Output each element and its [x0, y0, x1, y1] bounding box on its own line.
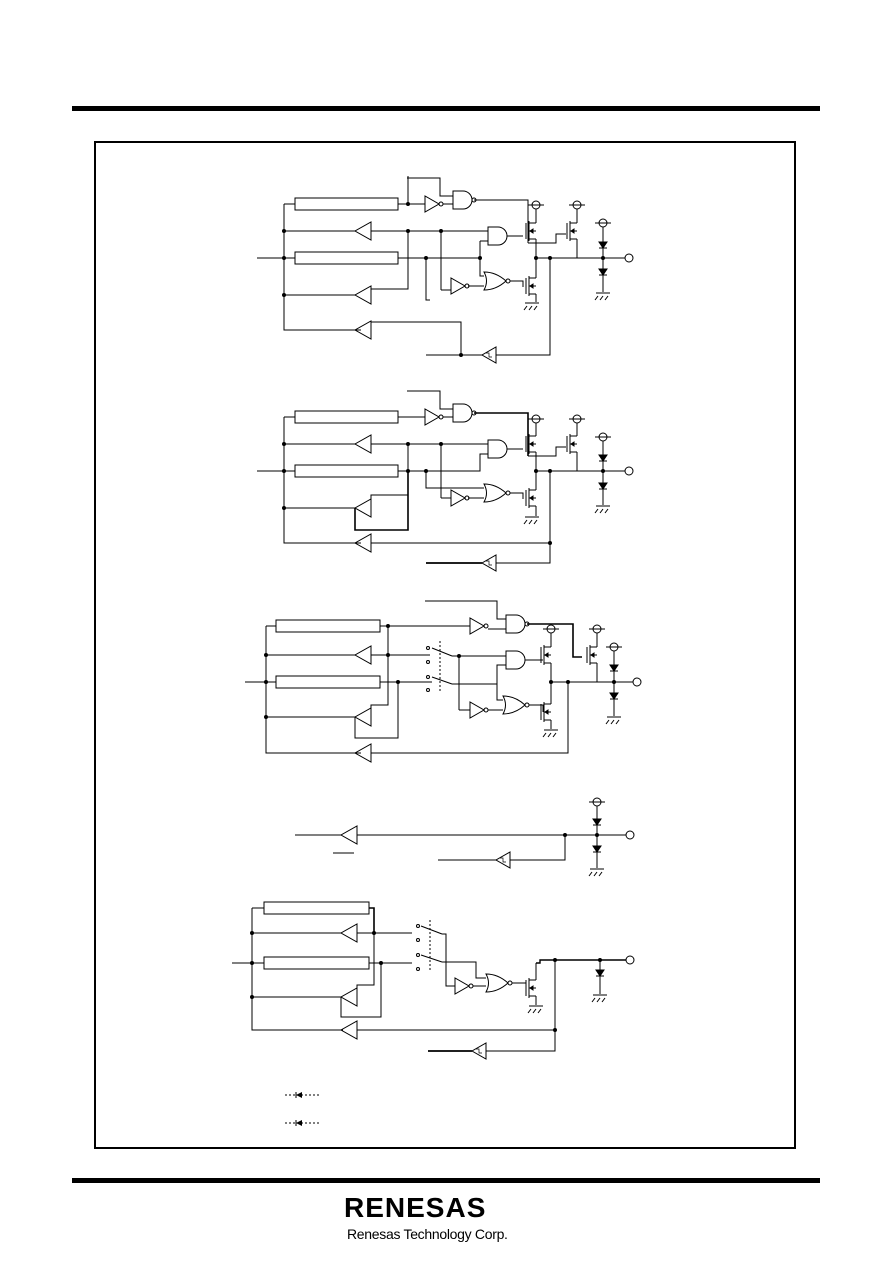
logo-brand: RENESAS — [344, 1192, 487, 1223]
latch-block-1b — [295, 252, 398, 264]
circuit-4 — [295, 797, 634, 877]
footer-rule — [72, 1178, 820, 1183]
latch-block-2b — [295, 465, 398, 477]
latch-block-3a — [276, 620, 380, 632]
legend-symbols — [285, 1092, 320, 1126]
latch-block-3b — [276, 676, 380, 688]
latch-block-2a — [295, 411, 398, 423]
circuit-3 — [245, 601, 641, 763]
circuit-5 — [232, 902, 634, 1060]
circuit-2 — [257, 391, 633, 572]
latch-block-5b — [264, 957, 369, 969]
renesas-logo: RENESAS Renesas Technology Corp. — [330, 1192, 560, 1252]
header-rule — [72, 106, 820, 111]
figure-frame — [94, 141, 796, 1149]
circuit-1 — [257, 176, 633, 364]
logo-tagline: Renesas Technology Corp. — [347, 1226, 508, 1242]
latch-block-1a — [295, 198, 398, 210]
latch-block-5a — [264, 902, 369, 914]
